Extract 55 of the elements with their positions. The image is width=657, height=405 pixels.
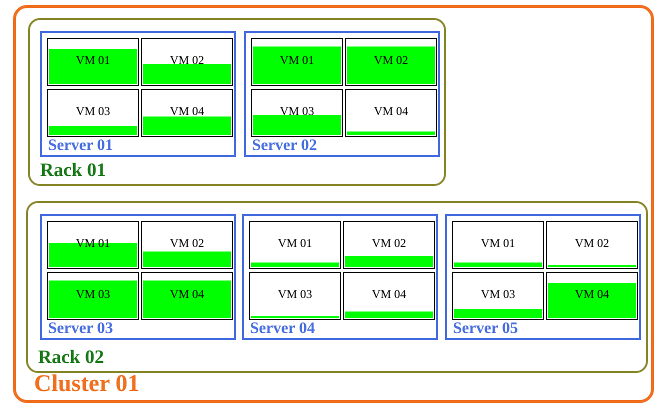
vm-label: VM 04 — [168, 104, 206, 119]
server-box — [445, 214, 641, 340]
server-box — [40, 31, 236, 157]
vm-box — [47, 38, 139, 86]
server-label: Server 05 — [453, 320, 518, 338]
vm-box — [546, 221, 638, 269]
vm-label: VM 03 — [74, 287, 112, 302]
vm-label: VM 03 — [74, 104, 112, 119]
vm-box — [141, 89, 233, 137]
server-box — [242, 214, 438, 340]
vm-label: VM 04 — [370, 287, 408, 302]
vm-box — [452, 221, 544, 269]
vm-box — [452, 272, 544, 320]
vm-label: VM 01 — [480, 236, 516, 251]
vm-label: VM 02 — [372, 53, 410, 68]
vm-label: VM 04 — [372, 104, 410, 119]
vm-label: VM 03 — [278, 104, 316, 119]
rack-frame — [26, 201, 648, 373]
vm-box — [251, 89, 343, 137]
vm-box — [141, 272, 233, 320]
vm-label: VM 01 — [278, 53, 316, 68]
vm-label: VM 02 — [168, 53, 206, 68]
vm-label: VM 01 — [276, 236, 314, 251]
vm-box — [249, 221, 341, 269]
rack-frame — [28, 18, 446, 186]
vm-box — [141, 221, 233, 269]
rack-label: Rack 01 — [40, 160, 106, 182]
server-label: Server 02 — [252, 137, 318, 155]
vm-box — [249, 272, 341, 320]
server-box — [40, 214, 236, 340]
vm-box — [47, 89, 139, 137]
cluster-frame — [13, 5, 654, 403]
vm-label: VM 03 — [480, 287, 516, 302]
rack-label: Rack 02 — [38, 347, 104, 369]
cluster-label: Cluster 01 — [34, 371, 140, 398]
vm-box — [546, 272, 638, 320]
vm-box — [345, 89, 437, 137]
server-label: Server 01 — [48, 137, 114, 155]
vm-box — [251, 38, 343, 86]
vm-box — [343, 272, 435, 320]
vm-box — [345, 38, 437, 86]
vm-label: VM 02 — [168, 236, 206, 251]
vm-label: VM 02 — [574, 236, 610, 251]
server-box — [244, 31, 440, 157]
vm-label: VM 01 — [74, 53, 112, 68]
vm-label: VM 04 — [574, 287, 610, 302]
vm-box — [141, 38, 233, 86]
server-label: Server 04 — [250, 320, 316, 338]
vm-box — [47, 221, 139, 269]
vm-box — [47, 272, 139, 320]
vm-label: VM 02 — [370, 236, 408, 251]
vm-box — [343, 221, 435, 269]
vm-label: VM 03 — [276, 287, 314, 302]
vm-label: VM 04 — [168, 287, 206, 302]
server-label: Server 03 — [48, 320, 114, 338]
